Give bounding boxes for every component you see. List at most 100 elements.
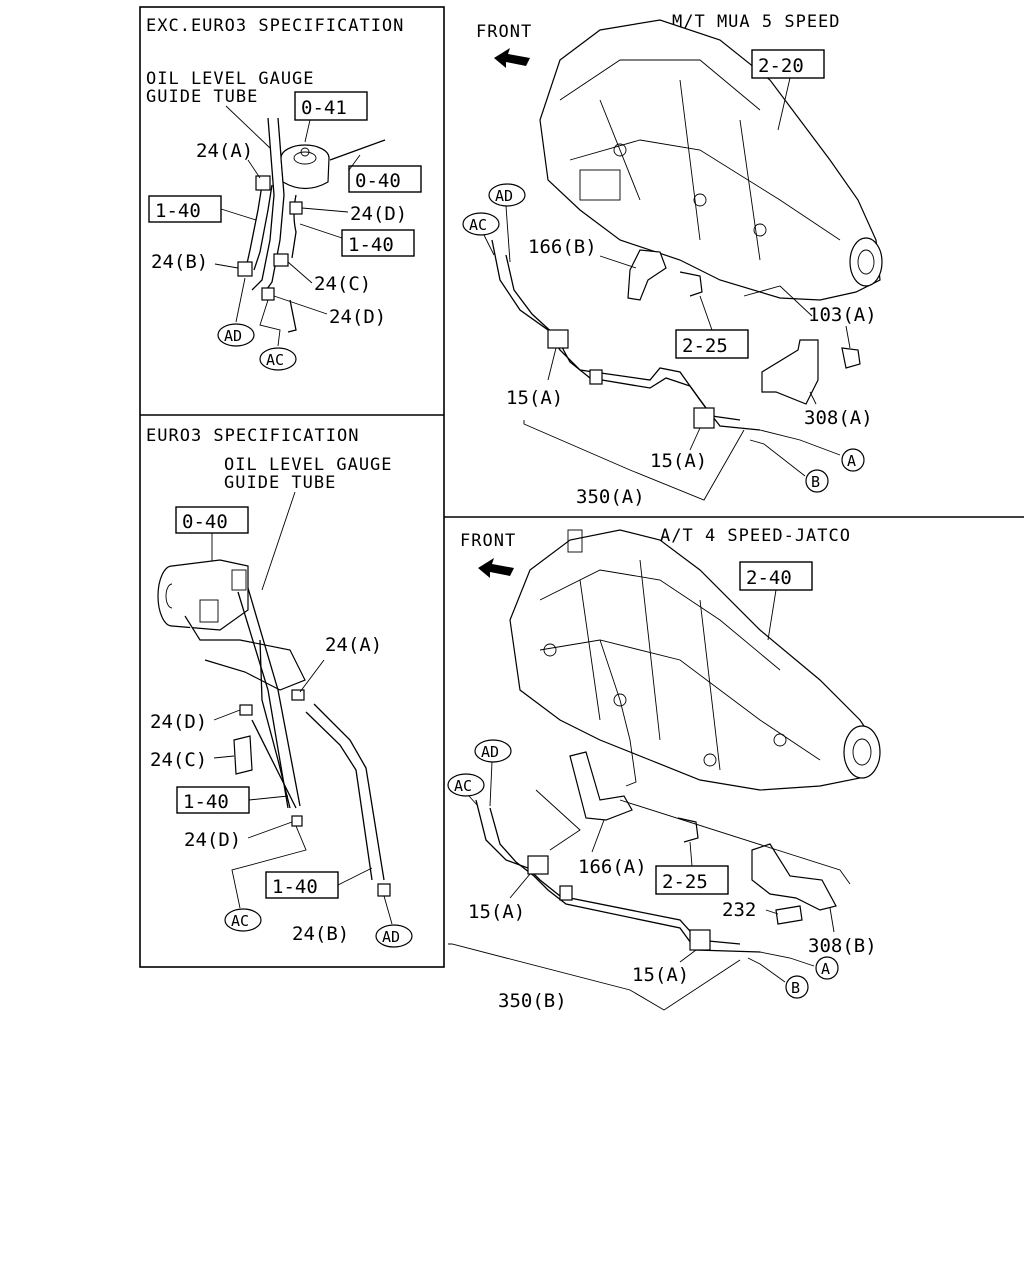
ref-box-0-40	[348, 165, 422, 193]
panel-title: EURO3 SPECIFICATION	[146, 426, 359, 446]
connector-a-label: A	[847, 452, 856, 470]
ref-1-40-left: 1-40	[155, 200, 201, 222]
label-24b: 24(B)	[151, 251, 208, 273]
front-label: FRONT	[476, 22, 532, 42]
ref-0-41: 0-41	[301, 97, 347, 119]
label-166b: 166(B)	[528, 236, 597, 258]
label-308a: 308(A)	[804, 407, 873, 429]
ref-1-40-right: 1-40	[348, 234, 394, 256]
connector-ac	[447, 773, 485, 797]
leader-line	[225, 105, 271, 149]
ref-0-40: 0-40	[355, 170, 401, 192]
connector-ad-label: AD	[495, 187, 513, 205]
connector-b	[785, 975, 809, 999]
connector-ac	[259, 347, 297, 371]
clamp-24a	[255, 175, 271, 191]
nut-103a	[841, 347, 861, 369]
harness	[291, 194, 297, 259]
label-24d-top: 24(D)	[150, 711, 207, 733]
connector-ad	[375, 924, 413, 948]
cable-0-40	[329, 139, 386, 161]
ref-1-40-lower: 1-40	[272, 876, 318, 898]
label-24d-bottom: 24(D)	[329, 306, 386, 328]
connector-ac	[224, 908, 262, 932]
ref-box-1-40-lower	[265, 871, 339, 899]
connector-ac-label: AC	[266, 351, 284, 369]
panel-euro3: EURO3 SPECIFICATION OIL LEVEL GAUGE GUID…	[146, 426, 413, 948]
front-label: FRONT	[460, 531, 516, 551]
label-232: 232	[722, 899, 756, 921]
front-arrow-icon	[494, 48, 530, 68]
label-24a: 24(A)	[196, 140, 253, 162]
ref-2-40: 2-40	[746, 567, 792, 589]
clip-15a-left	[527, 855, 549, 875]
clamp-24d-bottom	[291, 815, 303, 827]
panel-title: EXC.EURO3 SPECIFICATION	[146, 16, 404, 36]
guide-tube-label-line2: GUIDE TUBE	[224, 473, 336, 493]
clip-15a-right	[693, 407, 715, 429]
clip-15a-right	[689, 929, 711, 951]
oil-level-gauge-guide-tube	[237, 587, 301, 809]
clamp-24c	[233, 735, 253, 775]
bolt-2-25	[677, 817, 699, 843]
guide-tube-label-line1: OIL LEVEL GAUGE	[146, 69, 315, 89]
label-15a-right: 15(A)	[650, 450, 707, 472]
bolt-2-25	[679, 271, 703, 297]
clamp-24c	[273, 253, 289, 267]
connector-ad	[488, 183, 526, 207]
connector-ad	[474, 739, 512, 763]
panel-automatic-transmission: FRONT A/T 4 SPEED-JATCO 2-40	[447, 526, 881, 1012]
ref-2-20: 2-20	[758, 55, 804, 77]
bolt-232	[775, 905, 803, 925]
label-15a-left: 15(A)	[506, 387, 563, 409]
connector-a-label: A	[821, 960, 830, 978]
front-arrow-icon	[478, 558, 514, 578]
label-24b: 24(B)	[292, 923, 349, 945]
label-24d-top: 24(D)	[350, 203, 407, 225]
connector-ad-label: AD	[224, 327, 242, 345]
connector-b-label: B	[811, 473, 820, 491]
ref-2-25: 2-25	[662, 871, 708, 893]
clamp-24a	[291, 689, 305, 701]
label-15a-left: 15(A)	[468, 901, 525, 923]
hose-1-40-left	[245, 184, 273, 271]
connector-ac-label: AC	[231, 912, 249, 930]
clamp-24d-top	[239, 704, 253, 716]
clamp-24b	[237, 261, 253, 277]
sensor-0-41	[280, 144, 330, 190]
tube-end	[287, 299, 297, 333]
label-350a: 350(A)	[576, 486, 645, 508]
connector-a	[815, 956, 839, 980]
bracket-line-350a	[523, 420, 745, 501]
ref-box-2-40	[739, 561, 813, 591]
sensor-housing	[157, 559, 306, 691]
clamp-24d-top	[289, 201, 303, 215]
connector-b-label: B	[791, 979, 800, 997]
manual-transmission-body	[539, 19, 883, 301]
label-24a: 24(A)	[325, 634, 382, 656]
hose-1-40-lower	[305, 703, 385, 881]
connector-ad	[217, 323, 255, 347]
connector-ac	[462, 212, 500, 236]
label-308b: 308(B)	[808, 935, 877, 957]
connector-ac-label: AC	[469, 216, 487, 234]
connector-ac-label: AC	[454, 777, 472, 795]
ref-box-2-25	[675, 329, 749, 359]
panel-frames	[139, 6, 1024, 968]
ref-2-25: 2-25	[682, 335, 728, 357]
bracket-line-350b	[448, 943, 741, 1011]
ref-box-1-40-upper	[176, 786, 250, 814]
clamp-24b	[377, 883, 391, 897]
bracket-166a	[569, 751, 633, 821]
ref-0-40: 0-40	[182, 511, 228, 533]
clamp-24d-bottom	[261, 287, 275, 301]
ref-1-40-upper: 1-40	[183, 791, 229, 813]
ref-box-1-40-right	[341, 229, 415, 257]
connector-ad-label: AD	[481, 743, 499, 761]
panel-title: A/T 4 SPEED-JATCO	[660, 526, 851, 546]
label-24c: 24(C)	[150, 749, 207, 771]
label-15a-right: 15(A)	[632, 964, 689, 986]
bracket-166b	[627, 249, 667, 301]
connector-a	[841, 448, 865, 472]
